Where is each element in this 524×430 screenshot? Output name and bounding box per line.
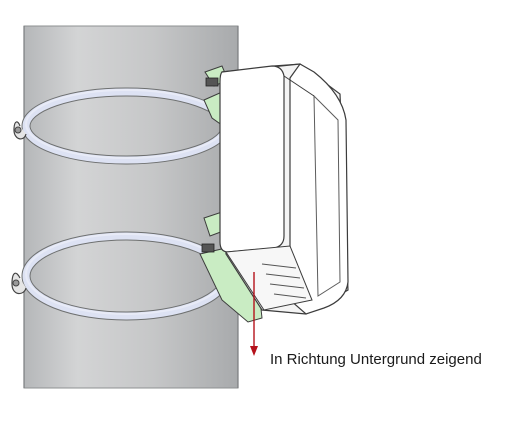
pole (23, 25, 239, 389)
direction-annotation-label: In Richtung Untergrund zeigend (270, 351, 482, 368)
device-housing (219, 63, 349, 315)
direction-arrow (250, 272, 258, 356)
